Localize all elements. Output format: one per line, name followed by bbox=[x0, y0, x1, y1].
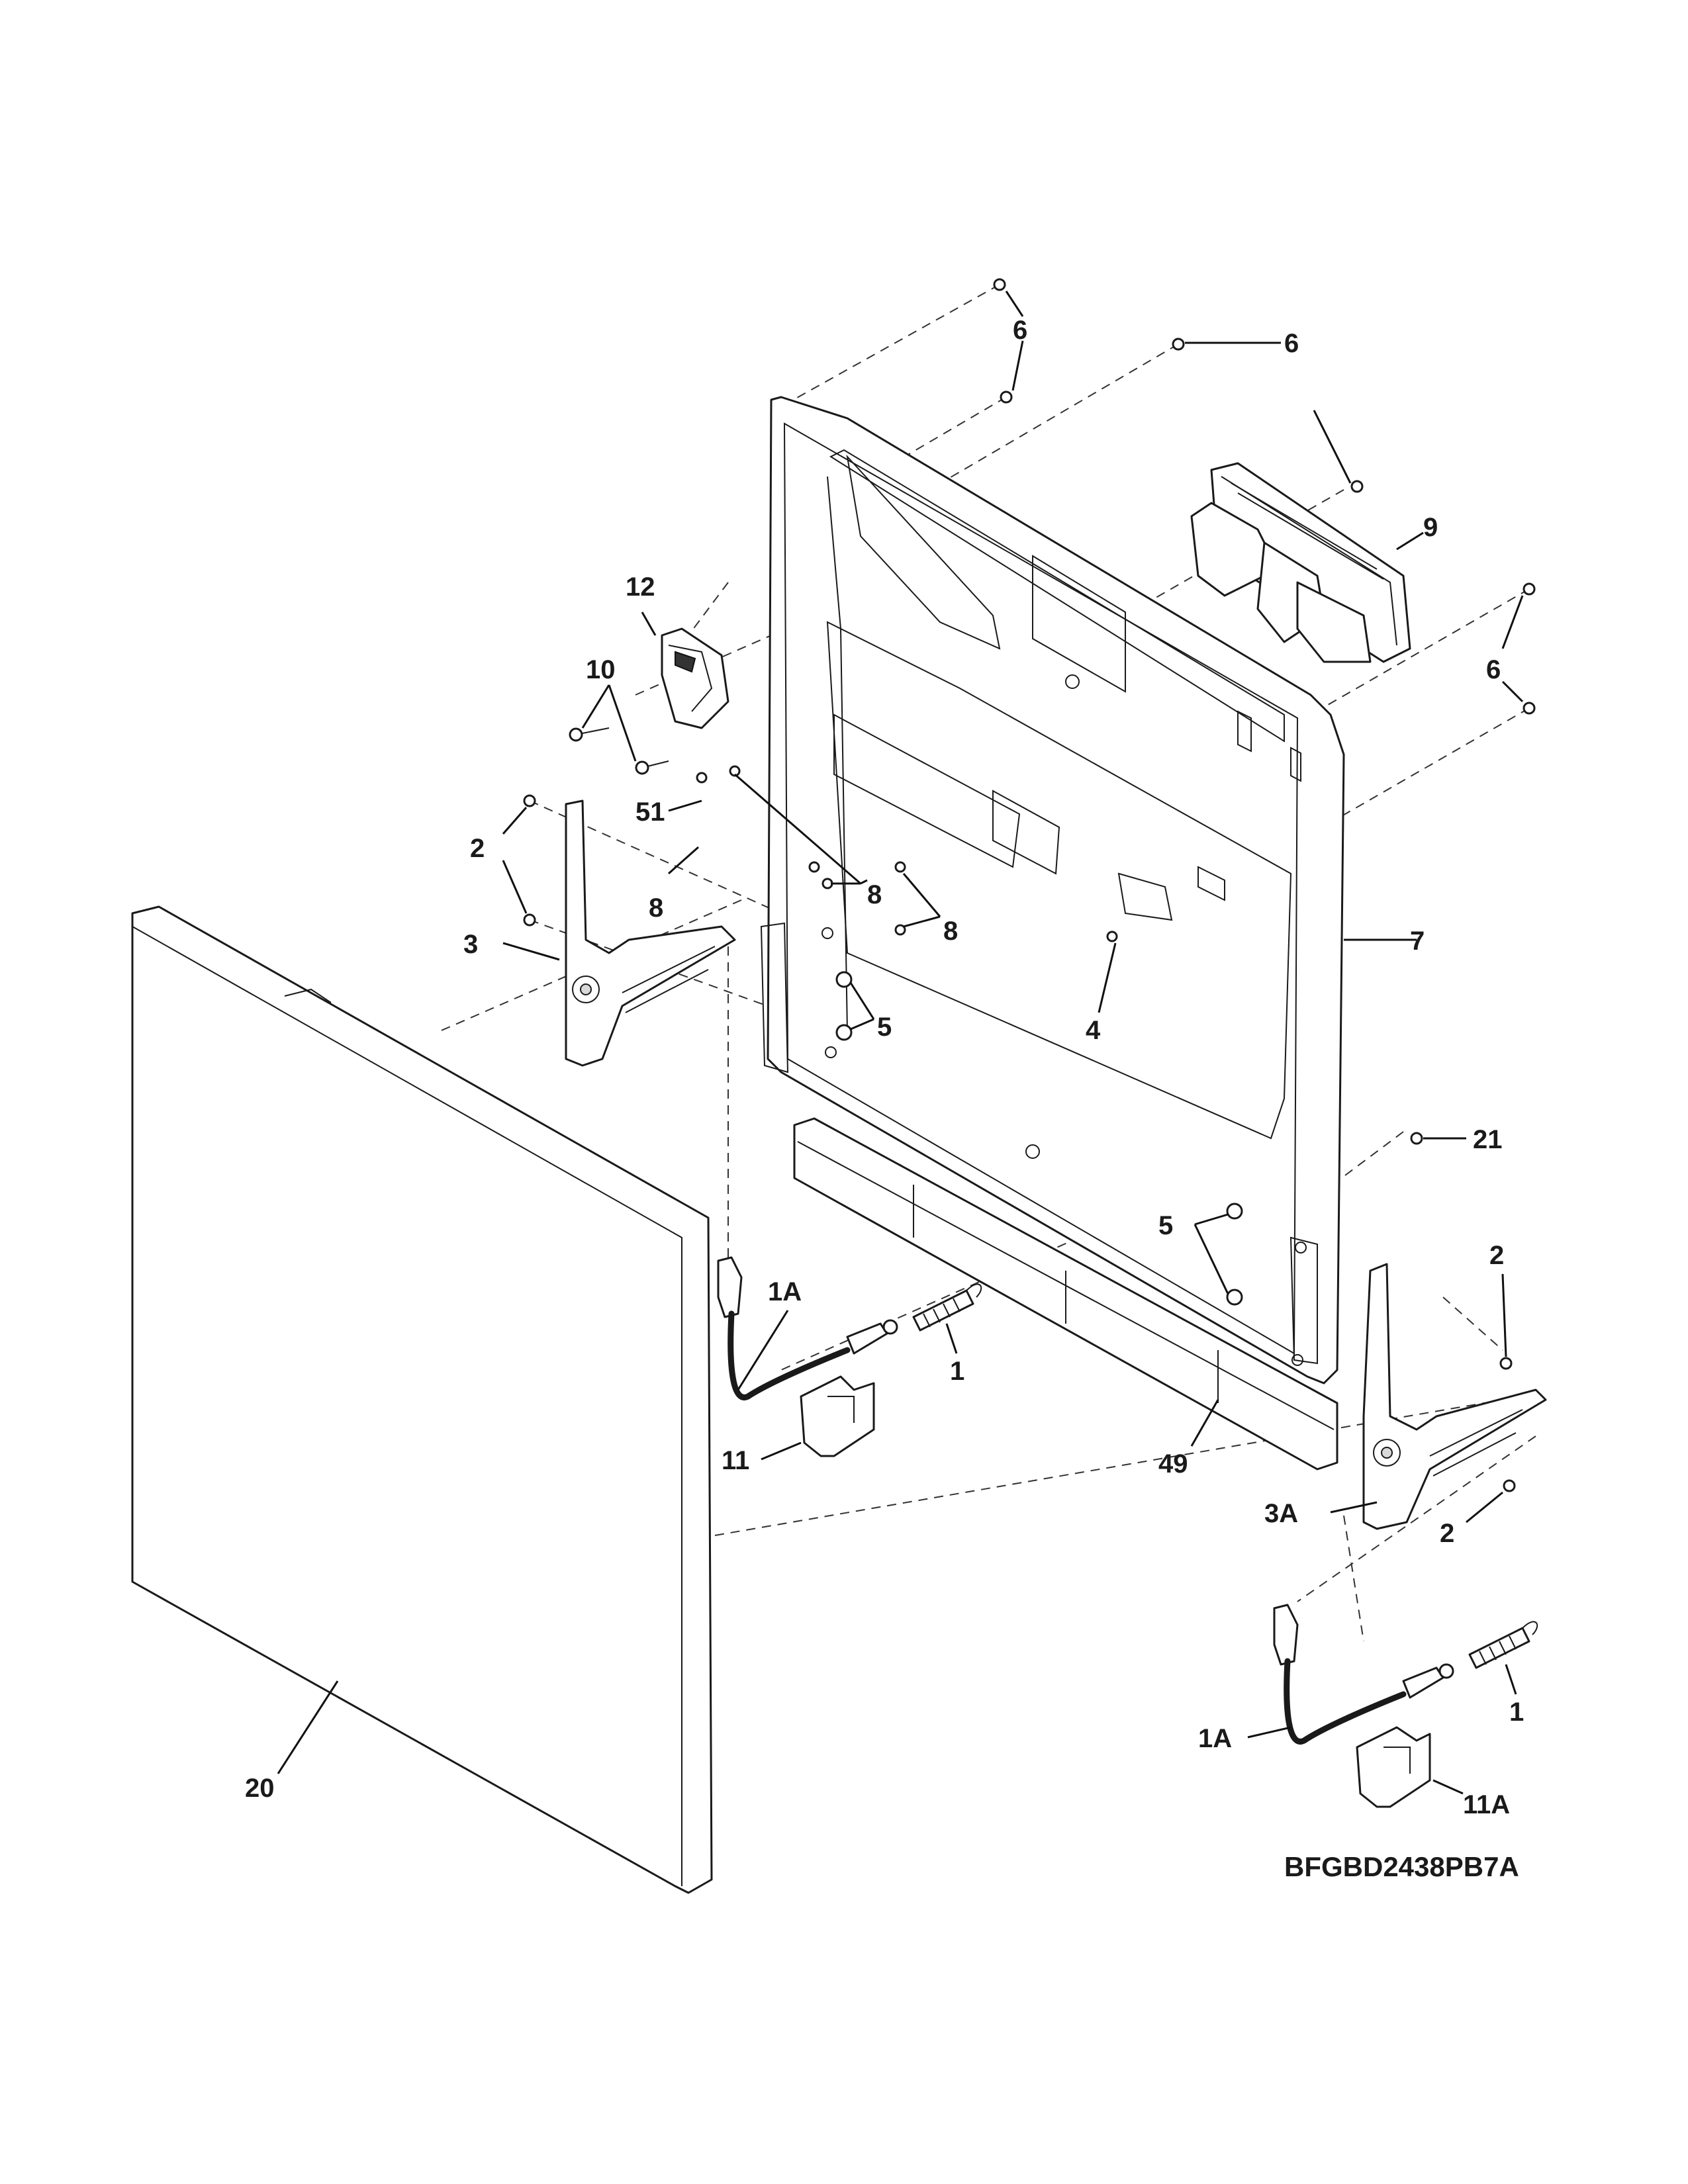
callout-3: 3 bbox=[463, 930, 478, 959]
callout-5-upper: 5 bbox=[877, 1013, 892, 1042]
callout-1A-left: 1A bbox=[768, 1277, 802, 1306]
callout-12: 12 bbox=[626, 572, 655, 602]
inner-door-panel bbox=[760, 396, 1345, 1385]
hinge-cable-left bbox=[717, 1256, 898, 1400]
callout-2-left: 2 bbox=[470, 834, 485, 863]
callout-labels: 6 6 6 9 12 10 51 2 8 8 8 3 7 4 5 5 21 2 … bbox=[245, 316, 1524, 1819]
callout-10: 10 bbox=[586, 655, 616, 684]
callout-5-lower: 5 bbox=[1158, 1211, 1173, 1240]
callout-11A: 11A bbox=[1463, 1790, 1510, 1819]
callout-8-left: 8 bbox=[649, 893, 663, 923]
callout-1A-right: 1A bbox=[1198, 1724, 1232, 1753]
drawing-code: BFGBD2438PB7A bbox=[1284, 1851, 1519, 1882]
spring-left bbox=[912, 1283, 982, 1332]
callout-51: 51 bbox=[635, 797, 665, 827]
callout-6-right: 6 bbox=[1486, 655, 1501, 684]
callout-21: 21 bbox=[1473, 1125, 1503, 1154]
left-hinge bbox=[565, 799, 736, 1067]
callout-7: 7 bbox=[1410, 927, 1425, 956]
right-hinge bbox=[1362, 1263, 1547, 1530]
callout-2-right-top: 2 bbox=[1489, 1241, 1504, 1270]
hinge-cable-right bbox=[1273, 1604, 1454, 1745]
callout-9: 9 bbox=[1423, 513, 1438, 542]
spring-right bbox=[1468, 1621, 1538, 1669]
leader-lines bbox=[277, 291, 1524, 1795]
callout-6-top: 6 bbox=[1013, 316, 1027, 345]
bottom-trim-strip bbox=[793, 1117, 1338, 1471]
callout-8-right: 8 bbox=[943, 917, 958, 946]
callout-6-right-top: 6 bbox=[1284, 329, 1299, 358]
callout-11: 11 bbox=[722, 1446, 749, 1475]
outer-door-panel bbox=[131, 905, 713, 1894]
control-board bbox=[1190, 462, 1411, 663]
door-latch bbox=[661, 627, 729, 729]
latch-screws bbox=[569, 727, 669, 775]
callout-1-left: 1 bbox=[950, 1357, 964, 1386]
small-screws bbox=[523, 278, 1536, 1492]
callout-1-right: 1 bbox=[1509, 1698, 1524, 1727]
callout-49: 49 bbox=[1158, 1449, 1188, 1479]
callout-3A: 3A bbox=[1264, 1499, 1298, 1528]
callout-8-center: 8 bbox=[867, 880, 882, 909]
cable-bracket-left bbox=[800, 1375, 875, 1457]
callout-20: 20 bbox=[245, 1774, 275, 1803]
callout-2-right-bottom: 2 bbox=[1440, 1519, 1454, 1548]
callout-4: 4 bbox=[1086, 1016, 1101, 1045]
cable-bracket-right bbox=[1356, 1726, 1431, 1808]
